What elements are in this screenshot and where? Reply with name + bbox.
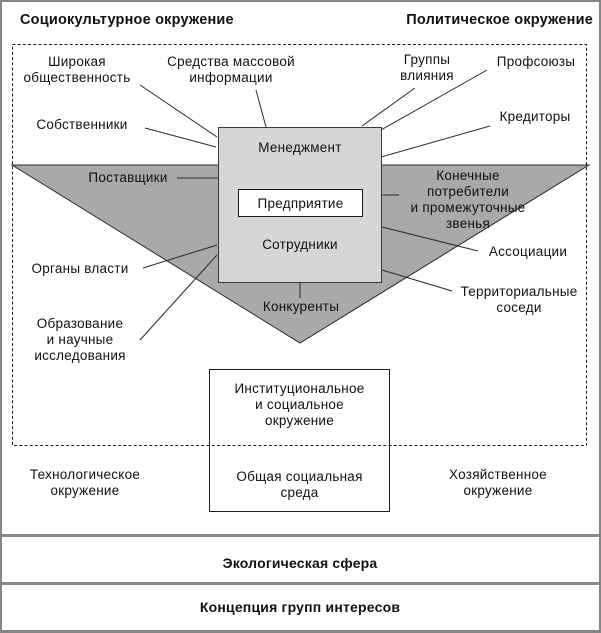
line-authorities xyxy=(142,244,218,269)
label-authorities: Органы власти xyxy=(31,261,129,276)
label-consumers: Конечные потребители и промежуточные зве… xyxy=(410,168,526,231)
label-unions: Профсоюзы xyxy=(496,54,576,69)
employees-label: Сотрудники xyxy=(262,237,338,252)
enterprise-label: Предприятие xyxy=(257,195,344,211)
enterprise-box: Предприятие xyxy=(238,189,363,217)
line-influence-groups xyxy=(361,87,416,127)
institutional-box: Институциональное и социальное окружение… xyxy=(209,369,390,512)
label-economic-env: Хозяйственное окружение xyxy=(449,467,547,498)
header-sociocultural: Социокультурное окружение xyxy=(20,12,234,28)
label-influence-groups: Группы влияния xyxy=(400,52,454,83)
separator-ecological xyxy=(0,534,601,537)
management-label: Менеджмент xyxy=(258,140,342,155)
general-social-label: Общая социальная среда xyxy=(236,469,363,500)
label-suppliers: Поставщики xyxy=(88,170,168,185)
line-associations xyxy=(381,226,479,252)
band-ecological: Экологическая сфера xyxy=(222,555,378,571)
line-wide-public xyxy=(139,84,218,138)
line-education xyxy=(139,254,218,341)
label-territorial: Территориальные соседи xyxy=(460,284,578,315)
label-mass-media: Средства массовой информации xyxy=(167,54,295,85)
label-owners: Собственники xyxy=(36,117,128,132)
line-mass-media xyxy=(255,89,267,128)
connector-lines xyxy=(139,69,491,341)
label-associations: Ассоциации xyxy=(488,244,568,259)
line-unions xyxy=(380,69,488,131)
label-technological-env: Технологическое окружение xyxy=(29,467,141,498)
line-owners xyxy=(144,127,217,148)
institutional-label: Институциональное и социальное окружение xyxy=(234,381,365,428)
core-box: Менеджмент Предприятие Сотрудники xyxy=(218,127,382,283)
separator-interest-groups xyxy=(0,582,601,585)
line-creditors xyxy=(380,125,491,158)
header-political: Политическое окружение xyxy=(406,12,593,28)
label-wide-public: Широкая общественность xyxy=(23,54,131,85)
label-creditors: Кредиторы xyxy=(499,109,571,124)
line-territorial xyxy=(381,269,453,292)
band-interest-groups: Концепция групп интересов xyxy=(199,599,401,615)
dashed-boundary xyxy=(12,44,587,446)
label-competitors: Конкуренты xyxy=(262,299,340,314)
label-education: Образование и научные исследования xyxy=(34,316,126,363)
